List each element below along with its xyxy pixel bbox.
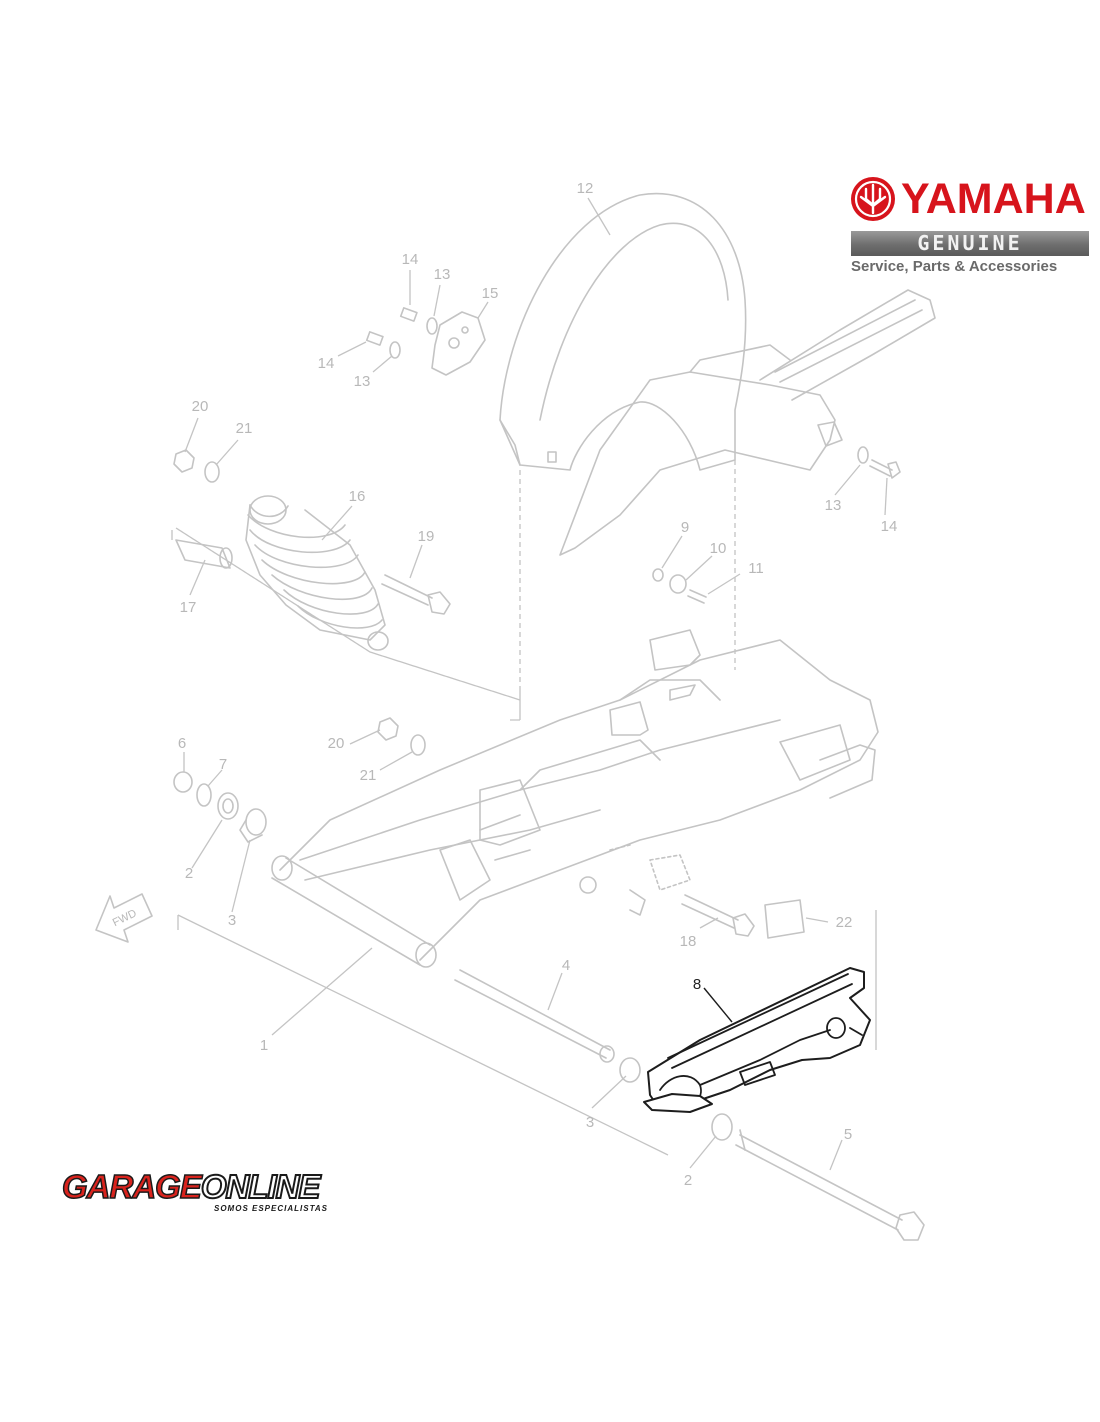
callout-1: 1 [260, 1037, 268, 1054]
tuning-fork-emblem-icon [851, 177, 895, 221]
genuine-label: GENUINE [917, 231, 1023, 255]
callout-20-upper: 20 [192, 398, 209, 415]
part-swingarm [279, 629, 879, 961]
part-washer-10 [669, 574, 687, 594]
part-bolt-14a [399, 307, 418, 322]
part-bolt-14b [365, 331, 384, 346]
callout-11: 11 [748, 560, 764, 577]
callout-5: 5 [844, 1126, 852, 1143]
part-pivot-shaft [454, 969, 615, 1063]
callout-numbers: 12 14 13 15 14 13 20 21 16 19 17 13 14 9… [178, 180, 898, 1189]
part-bolt-11 [687, 589, 707, 604]
yamaha-tagline: Service, Parts & Accessories [851, 258, 1058, 275]
garageonline-logo: GARAGEONLINE SOMOS ESPECIALISTAS [52, 1167, 364, 1220]
part-collar-17 [175, 539, 233, 569]
callout-21-lower: 21 [360, 767, 377, 784]
part-rear-fender [499, 192, 747, 471]
callout-8-highlighted: 8 [693, 976, 701, 993]
callout-13-upper: 13 [434, 266, 451, 283]
part-washer-13b [389, 341, 401, 359]
callout-18: 18 [680, 933, 697, 950]
guide-lines [171, 530, 877, 1156]
part-washer-21a [204, 461, 220, 483]
part-nut-20a [173, 449, 195, 473]
part-bolt-18 [681, 894, 755, 937]
callout-13-mid: 13 [354, 373, 371, 390]
part-plate-22 [764, 899, 805, 939]
callout-9: 9 [681, 519, 689, 536]
callout-14-right: 14 [881, 518, 898, 535]
callout-3-right: 3 [586, 1114, 594, 1131]
callout-13-right: 13 [825, 497, 842, 514]
part-oil-seal-2b [711, 1113, 733, 1141]
callout-4: 4 [562, 957, 570, 974]
fwd-label: FWD [111, 907, 139, 929]
callout-6: 6 [178, 735, 186, 752]
part-cap-6 [173, 771, 193, 793]
callout-2-left: 2 [185, 865, 193, 882]
part-bushing-3b [619, 1057, 641, 1083]
part-collar-9 [652, 568, 664, 582]
yamaha-genuine-logo: YAMAHA GENUINE Service, Parts & Accessor… [849, 175, 1089, 280]
part-washer-7 [196, 783, 212, 807]
part-chain-case-highlighted [643, 967, 871, 1113]
callout-leaders [183, 197, 888, 1171]
part-bolt-19 [381, 574, 451, 615]
callout-19: 19 [418, 528, 435, 545]
part-nut-20b [377, 717, 399, 741]
callout-2-right: 2 [684, 1172, 692, 1189]
genuine-banner: GENUINE [851, 231, 1089, 256]
part-chain-guard-upper [559, 289, 936, 556]
reference-plane [510, 460, 736, 721]
yamaha-wordmark: YAMAHA [901, 175, 1086, 223]
callout-14-upper: 14 [402, 251, 419, 268]
part-bushing-3a [239, 808, 267, 843]
garageonline-slogan: SOMOS ESPECIALISTAS [214, 1204, 328, 1213]
online-word: ONLINE [200, 1167, 322, 1206]
garage-word: GARAGE [61, 1167, 202, 1206]
part-rear-shock [245, 495, 389, 651]
callout-14-mid: 14 [318, 355, 335, 372]
callout-3-left: 3 [228, 912, 236, 929]
part-swingarm-pivot-tube [271, 855, 437, 968]
callout-22: 22 [836, 914, 853, 931]
part-bracket-15 [431, 311, 486, 376]
garageonline-wordmark: GARAGEONLINE [61, 1167, 322, 1206]
callout-16: 16 [349, 488, 366, 505]
part-washer-13a [426, 317, 438, 335]
callout-21-upper: 21 [236, 420, 253, 437]
callout-7: 7 [219, 756, 227, 773]
part-bolt-14c [869, 459, 901, 479]
part-oil-seal-2a [217, 792, 239, 820]
fwd-arrow: FWD [95, 893, 153, 943]
part-washer-13c [857, 446, 869, 464]
part-washer-21b [410, 734, 426, 756]
callout-20-lower: 20 [328, 735, 345, 752]
callout-10: 10 [710, 540, 727, 557]
callout-17: 17 [180, 599, 197, 616]
part-bolt-5 [735, 1129, 925, 1241]
callout-12: 12 [577, 180, 594, 197]
callout-15: 15 [482, 285, 499, 302]
